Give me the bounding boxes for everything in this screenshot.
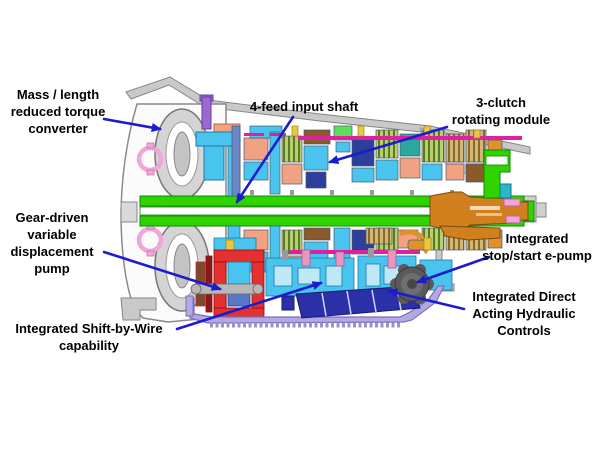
- arrow-hydraulic-controls: [386, 288, 466, 311]
- gear-pump: [190, 237, 265, 319]
- arrow-input-shaft: [235, 115, 295, 204]
- arrow-epump: [416, 255, 491, 284]
- callout-hydraulic-controls: Integrated Direct Acting Hydraulic Contr…: [472, 289, 576, 338]
- callout-epump: Integrated stop/start e-pump: [482, 231, 592, 263]
- arrow-shift-by-wire: [175, 281, 323, 331]
- oil-pan: [185, 285, 445, 328]
- callout-clutch-module: 3-clutch rotating module: [451, 95, 551, 127]
- arrow-torque-converter: [102, 117, 163, 133]
- output-shaft: [429, 149, 529, 241]
- valve-body: [265, 248, 453, 297]
- callout-torque-converter: Mass / length reduced torque converter: [10, 87, 106, 136]
- callout-gear-pump: Gear-driven variable displacement pump: [10, 210, 94, 276]
- callout-input-shaft: 4-feed input shaft: [249, 99, 359, 114]
- callout-arrows: [102, 115, 491, 331]
- arrow-gear-pump: [102, 250, 222, 291]
- callout-shift-by-wire: Integrated Shift-by-Wire capability: [15, 321, 163, 353]
- clutch-packs-upper: [227, 125, 522, 197]
- selector-pin: [195, 94, 241, 181]
- arrow-clutch-module: [328, 125, 449, 164]
